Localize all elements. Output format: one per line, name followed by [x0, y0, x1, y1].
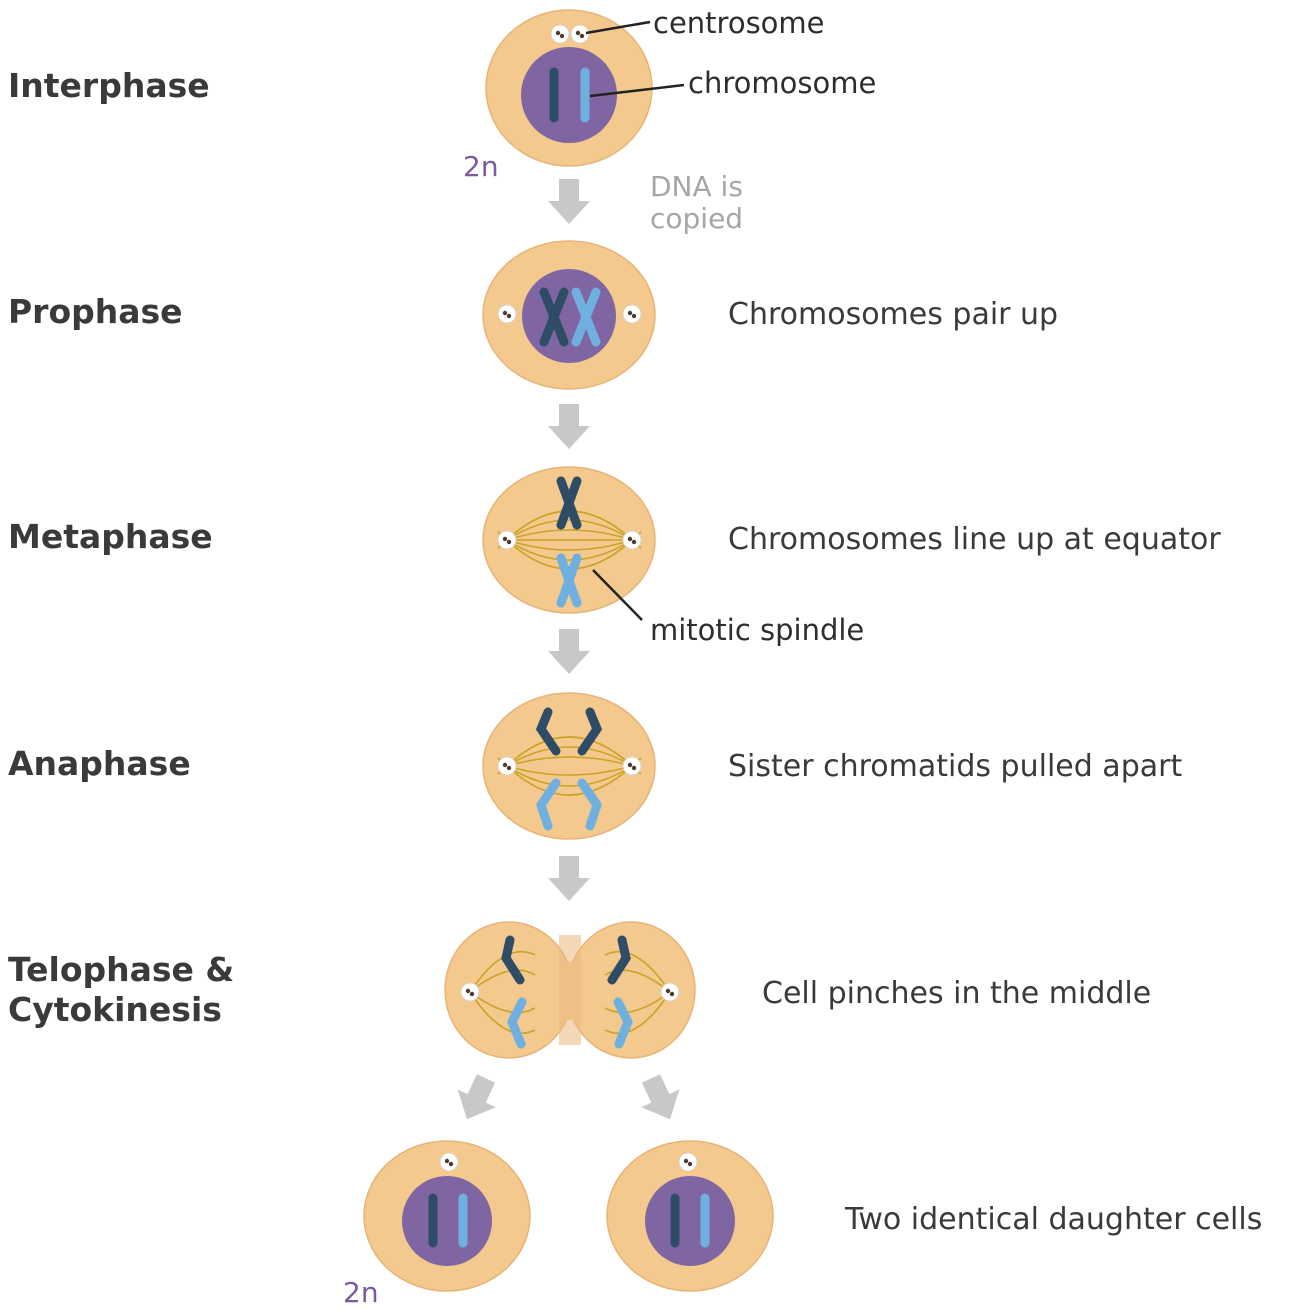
centrosome-icon — [623, 531, 641, 549]
note-dna-copied-line2: copied — [650, 202, 743, 235]
ploidy-daughter: 2n — [343, 1276, 379, 1309]
description-telophase: Cell pinches in the middle — [762, 976, 1151, 1011]
prophase-cell — [483, 241, 655, 389]
daughter-cell-right — [607, 1141, 773, 1291]
down-right-arrow-icon — [632, 1070, 689, 1129]
description-anaphase: Sister chromatids pulled apart — [728, 749, 1182, 784]
anaphase-cell — [483, 693, 655, 839]
centrosome-icon — [661, 983, 679, 1001]
nucleus — [645, 1176, 735, 1266]
stage-label-interphase: Interphase — [8, 66, 210, 105]
down-arrow-icon — [548, 404, 590, 449]
stage-label-anaphase: Anaphase — [8, 744, 191, 783]
daughter-cell-left — [364, 1141, 530, 1291]
telophase-cell — [445, 922, 695, 1058]
nucleus — [402, 1176, 492, 1266]
description-metaphase: Chromosomes line up at equator — [728, 522, 1221, 557]
nucleus — [522, 269, 616, 363]
centrosome-icon — [440, 1153, 458, 1171]
note-dna-copied-line1: DNA is — [650, 170, 743, 203]
stage-label-telophase: Telophase & — [8, 950, 234, 989]
centrosome-icon — [623, 305, 641, 323]
centrosome-icon — [498, 305, 516, 323]
stage-label-prophase: Prophase — [8, 292, 183, 331]
stage-label-metaphase: Metaphase — [8, 517, 213, 556]
centrosome-icon — [623, 757, 641, 775]
callout-chromosome: chromosome — [688, 66, 876, 100]
down-arrow-icon — [548, 179, 590, 224]
centrosome-icon — [498, 757, 516, 775]
stage-label-cytokinesis: Cytokinesis — [8, 990, 222, 1029]
down-arrow-icon — [548, 629, 590, 674]
centrosome-icon — [498, 531, 516, 549]
down-left-arrow-icon — [448, 1070, 505, 1129]
centrosome-icon — [551, 25, 569, 43]
interphase-cell — [486, 10, 652, 166]
down-arrow-icon — [548, 856, 590, 901]
callout-centrosome: centrosome — [653, 6, 825, 40]
ploidy-interphase: 2n — [463, 150, 499, 183]
centrosome-icon — [461, 983, 479, 1001]
callout-mitotic-spindle: mitotic spindle — [650, 613, 864, 647]
description-daughter-cells: Two identical daughter cells — [844, 1202, 1262, 1237]
metaphase-cell — [483, 467, 655, 613]
description-prophase: Chromosomes pair up — [728, 297, 1058, 332]
centrosome-icon — [679, 1153, 697, 1171]
